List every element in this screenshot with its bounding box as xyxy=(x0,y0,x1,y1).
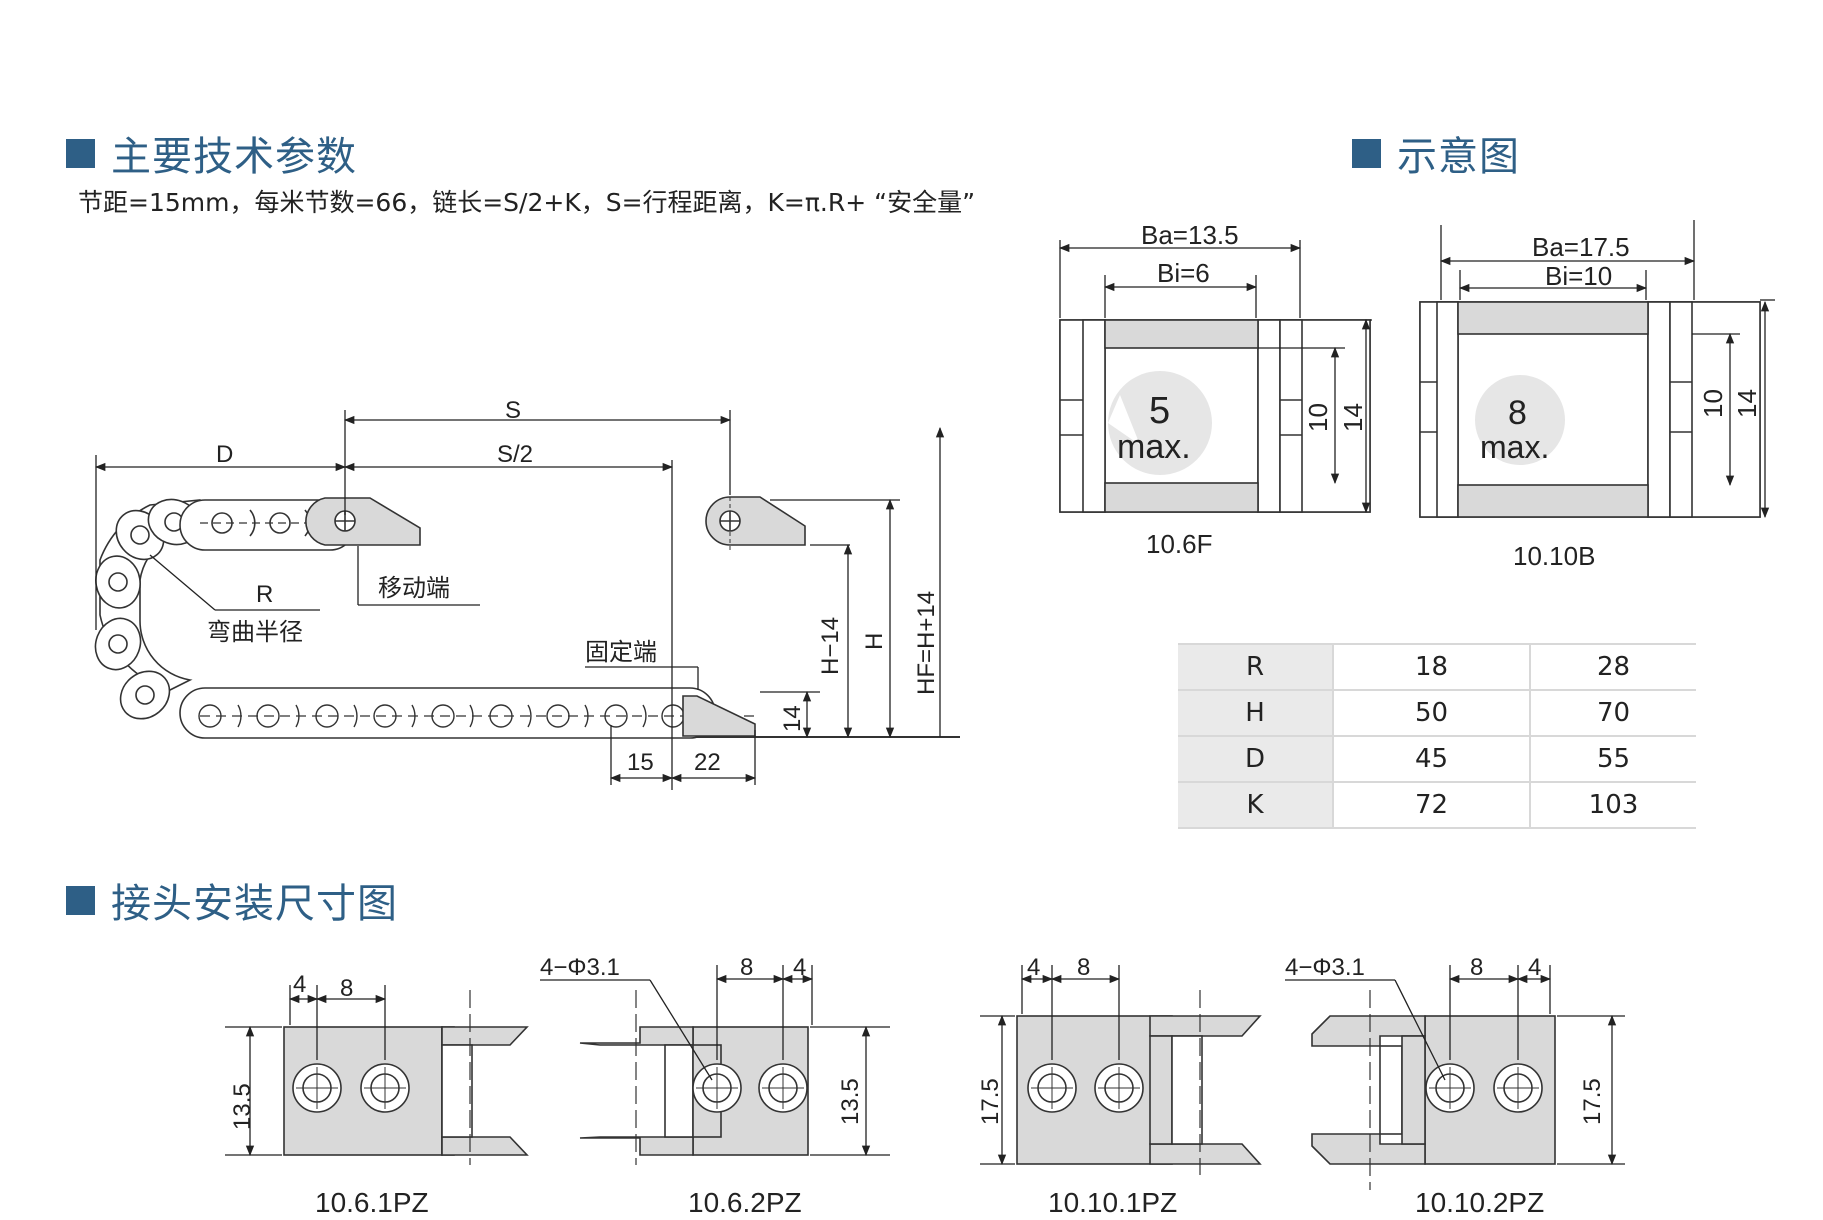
label-bend-radius: 弯曲半径 xyxy=(207,619,303,646)
label-H-minus-14: H−14 xyxy=(817,617,844,675)
table-row: K 72 103 xyxy=(1178,782,1696,829)
cs2-outer-h: 14 xyxy=(1732,389,1762,418)
cs1-model: 10.6F xyxy=(1146,529,1213,559)
label-fixed-end: 固定端 xyxy=(585,639,657,666)
c1-d2: 8 xyxy=(340,975,353,1002)
c3-height: 17.5 xyxy=(977,1078,1004,1125)
cs2-model: 10.10B xyxy=(1513,541,1595,571)
label-S-half: S/2 xyxy=(497,441,533,468)
label-15: 15 xyxy=(627,749,654,776)
section-main-params: 主要技术参数 xyxy=(66,124,357,182)
c4-d2: 4 xyxy=(1528,954,1541,981)
section-schematic: 示意图 xyxy=(1352,124,1520,182)
cs2-max-label: max. xyxy=(1480,429,1549,465)
c4-hole: 4−Φ3.1 xyxy=(1285,954,1365,981)
c2-d2: 4 xyxy=(793,954,806,981)
connector-10-10-2PZ xyxy=(1311,990,1556,1190)
cross-section-10-10B-dims xyxy=(1439,220,1775,519)
table-cell: 70 xyxy=(1530,690,1696,737)
c3-d1: 4 xyxy=(1027,954,1040,981)
spec-table: R 18 28 H 50 70 D 45 55 K 72 103 xyxy=(1178,643,1696,829)
row-header: K xyxy=(1178,782,1334,829)
label-14: 14 xyxy=(779,705,806,732)
row-header: D xyxy=(1178,736,1334,783)
section-title: 主要技术参数 xyxy=(111,134,357,180)
table-row: H 50 70 xyxy=(1178,690,1696,737)
table-cell: 50 xyxy=(1333,690,1531,737)
table-cell: 28 xyxy=(1530,643,1696,691)
label-R: R xyxy=(256,581,273,608)
section-connector-dims: 接头安装尺寸图 xyxy=(66,871,398,929)
cs1-max-num: 5 xyxy=(1149,390,1170,432)
label-HF: HF=H+14 xyxy=(913,591,940,695)
cs1-max-label: max. xyxy=(1117,428,1191,466)
cs2-max-num: 8 xyxy=(1508,394,1527,432)
cs1-outer-h: 14 xyxy=(1338,403,1368,432)
c3-d2: 8 xyxy=(1077,954,1090,981)
section-title: 示意图 xyxy=(1397,134,1520,180)
table-row: D 45 55 xyxy=(1178,736,1696,783)
table-cell: 45 xyxy=(1333,736,1531,783)
c4-height: 17.5 xyxy=(1579,1078,1606,1125)
table-row: R 18 28 xyxy=(1178,643,1696,691)
label-S: S xyxy=(505,397,521,424)
cs1-Bi: Bi=6 xyxy=(1157,258,1210,288)
cs2-Ba: Ba=17.5 xyxy=(1532,232,1630,262)
c4-d1: 8 xyxy=(1470,954,1483,981)
section-square-icon xyxy=(66,138,95,168)
cross-section-10-10B xyxy=(1419,301,1761,518)
cross-section-10-6F-dims xyxy=(1058,240,1372,514)
connector-10-10-1PZ xyxy=(1016,990,1262,1175)
cs1-inner-h: 10 xyxy=(1303,403,1333,432)
connector-10-6-1PZ xyxy=(283,990,529,1165)
cs2-Bi: Bi=10 xyxy=(1545,261,1612,291)
table-cell: 103 xyxy=(1530,782,1696,829)
label-22: 22 xyxy=(694,749,721,776)
label-D: D xyxy=(216,441,233,468)
c2-hole: 4−Φ3.1 xyxy=(540,954,620,981)
row-header: R xyxy=(1178,643,1334,691)
c3-model: 10.10.1PZ xyxy=(1048,1187,1177,1218)
section-square-icon xyxy=(66,885,95,915)
c2-height: 13.5 xyxy=(837,1078,864,1125)
chain-side-view xyxy=(94,496,960,739)
table-cell: 18 xyxy=(1333,643,1531,691)
connector-10-6-2PZ xyxy=(579,990,809,1165)
cs1-Ba: Ba=13.5 xyxy=(1141,220,1239,250)
c1-model: 10.6.1PZ xyxy=(315,1187,429,1218)
c2-model: 10.6.2PZ xyxy=(688,1187,802,1218)
c4-model: 10.10.2PZ xyxy=(1415,1187,1544,1218)
label-moving-end: 移动端 xyxy=(378,575,450,602)
cross-section-10-6F xyxy=(1059,319,1371,513)
table-cell: 55 xyxy=(1530,736,1696,783)
chain-labels: S S/2 D R 弯曲半径 移动端 固定端 H−14 H HF=H+14 14… xyxy=(207,397,940,776)
label-H: H xyxy=(861,633,888,650)
section-title: 接头安装尺寸图 xyxy=(111,881,398,927)
c1-height: 13.5 xyxy=(229,1083,256,1130)
c1-d1: 4 xyxy=(293,971,306,998)
cs2-inner-h: 10 xyxy=(1698,389,1728,418)
section-square-icon xyxy=(1352,138,1381,168)
c2-d1: 8 xyxy=(740,954,753,981)
table-cell: 72 xyxy=(1333,782,1531,829)
description-text: 节距=15mm，每米节数=66，链长=S/2+K，S=行程距离，K=π.R+ “… xyxy=(78,188,976,217)
chain-dimensions xyxy=(94,410,945,790)
row-header: H xyxy=(1178,690,1334,737)
